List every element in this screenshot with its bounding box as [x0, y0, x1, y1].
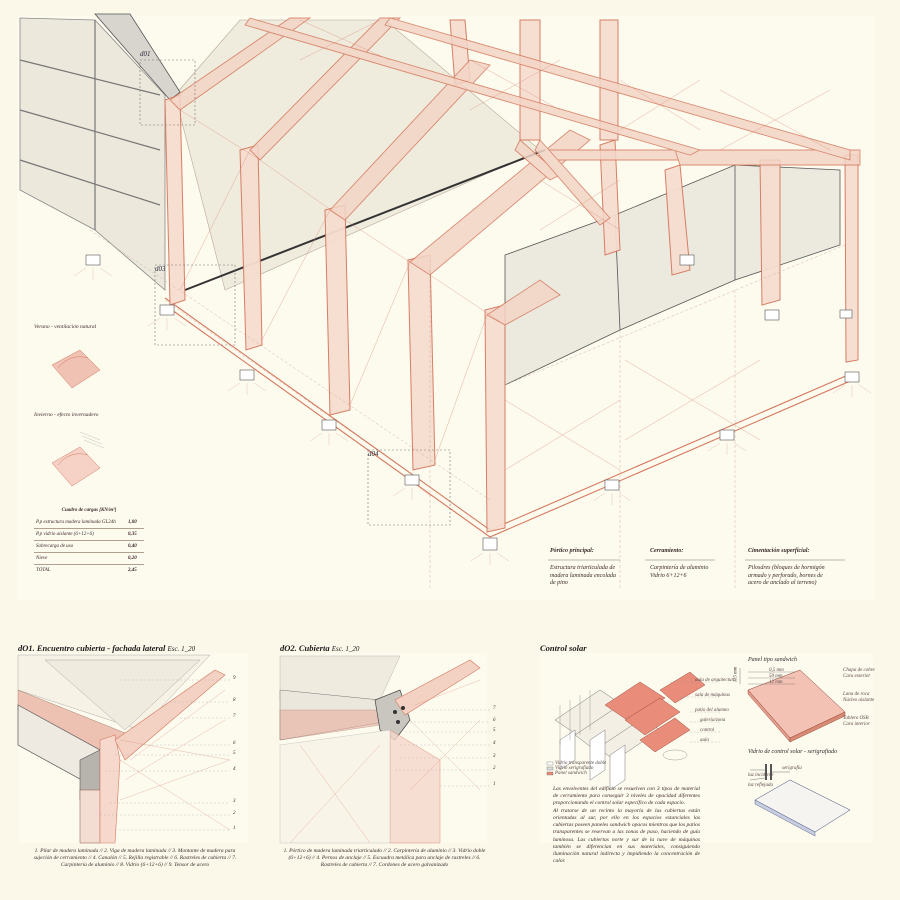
legend-cimentacion-text: Pilosdres (bloques de hormigón armado y …	[748, 565, 825, 586]
d01-num: 7	[233, 714, 236, 719]
panel2-label: luz reflejada	[748, 783, 773, 788]
panel1-dim: 0,5 mm	[769, 668, 784, 673]
legend-portico-title: Pórtico principal:	[550, 548, 594, 554]
solar-callout: sala de máquinas	[695, 693, 730, 698]
d02-num: 2	[493, 766, 496, 771]
d02-num: 3	[493, 754, 496, 759]
panel1-dim: 12 mm	[769, 680, 783, 685]
d01-num: 6	[233, 741, 236, 746]
solar-text-1: Las envolventes del edificio se resuelve…	[553, 786, 700, 807]
solar-callout: galería/zona	[700, 718, 726, 723]
serigraph-glass-drawing	[749, 764, 851, 837]
panel1-label: Lana de roca	[843, 692, 870, 697]
d01-num: 9	[233, 676, 236, 681]
d01-num: 8	[233, 698, 236, 703]
legend-cerramiento-text: Carpintería de aluminio Vidrio 6+12+6	[650, 565, 709, 579]
panel2-label: serigrafía	[782, 766, 802, 771]
panel1-label: Chapa de cobre	[843, 668, 875, 673]
d01-num: 4	[233, 767, 236, 772]
solar-text-2: Al tratarse de un recinto la mayoría de …	[553, 808, 700, 864]
legend-portico-text: Estructura triarticulada de madera lamin…	[550, 565, 616, 586]
d02-num: 1	[493, 782, 496, 787]
solar-callout: control	[700, 728, 715, 733]
season-label-summer: Verano - ventilación natural	[34, 324, 97, 330]
detail-tag-d03: d03	[155, 265, 166, 273]
panel1-sublabel: Cara interior	[843, 722, 870, 727]
detail-d02-title: dO2. Cubierta Esc. 1_20	[280, 643, 360, 653]
d01-num: 3	[233, 799, 236, 804]
solar-tag: Vidrio serigrafiado	[555, 766, 594, 771]
d01-num: 5	[233, 751, 236, 756]
loads-row: P.p vidrio aislante (6+12+6)0,35	[34, 529, 144, 541]
solar-callout: aula de arquitectura	[695, 678, 736, 683]
sandwich-panel-drawing	[739, 668, 846, 743]
d01-num: 1	[233, 826, 236, 831]
detail-d02-caption: 1. Pórtico de madera laminada triarticul…	[283, 848, 486, 869]
detail-tag-d01: d01	[140, 50, 151, 58]
panel1-title: Panel tipo sandwich	[748, 657, 797, 663]
loads-table-title: Cuadro de cargas [KN/m²]	[61, 508, 117, 513]
panel1-dim: 50 mm	[769, 674, 783, 679]
d02-num: 6	[493, 718, 496, 723]
season-icon-winter	[51, 446, 101, 487]
detail-d01-title: dO1. Encuentro cubierta - fachada latera…	[18, 643, 196, 653]
solar-tag: Vidrio transparente doble	[555, 761, 607, 766]
panel1-sublabel: Núcleo aislante	[843, 698, 875, 703]
panel1-height: 115 mm	[733, 666, 739, 683]
panel2-label: luz incidente	[748, 773, 774, 778]
detail-d01-caption: 1. Pilar de madera laminada // 2. Viga d…	[33, 848, 237, 869]
detail-tag-d04: d04	[368, 450, 379, 458]
d01-num: 2	[233, 811, 236, 816]
d02-num: 4	[493, 741, 496, 746]
solar-callout: patio del alumno	[695, 708, 729, 713]
panel1-label: Tablero OSB	[843, 716, 869, 721]
solar-tag: Panel sandwich	[555, 771, 587, 776]
season-label-winter: Invierno - efecto invernadero	[34, 412, 99, 418]
loads-table: Cuadro de cargas [KN/m²] P.p estructura …	[34, 508, 144, 576]
d02-num: 5	[493, 728, 496, 733]
axonometric-drawing	[19, 13, 872, 590]
solar-callout: aula	[700, 738, 709, 743]
season-icon-summer	[51, 349, 101, 389]
d02-num: 7	[493, 706, 496, 711]
panel2-title: Vidrio de control solar - serigrafiado	[748, 749, 838, 755]
solar-title: Control solar	[540, 643, 587, 653]
legend-cimentacion-title: Cimentación superficial:	[748, 548, 810, 554]
panel1-sublabel: Cara exterior	[843, 674, 871, 679]
legend-cerramiento-title: Cerramiento:	[650, 548, 684, 554]
